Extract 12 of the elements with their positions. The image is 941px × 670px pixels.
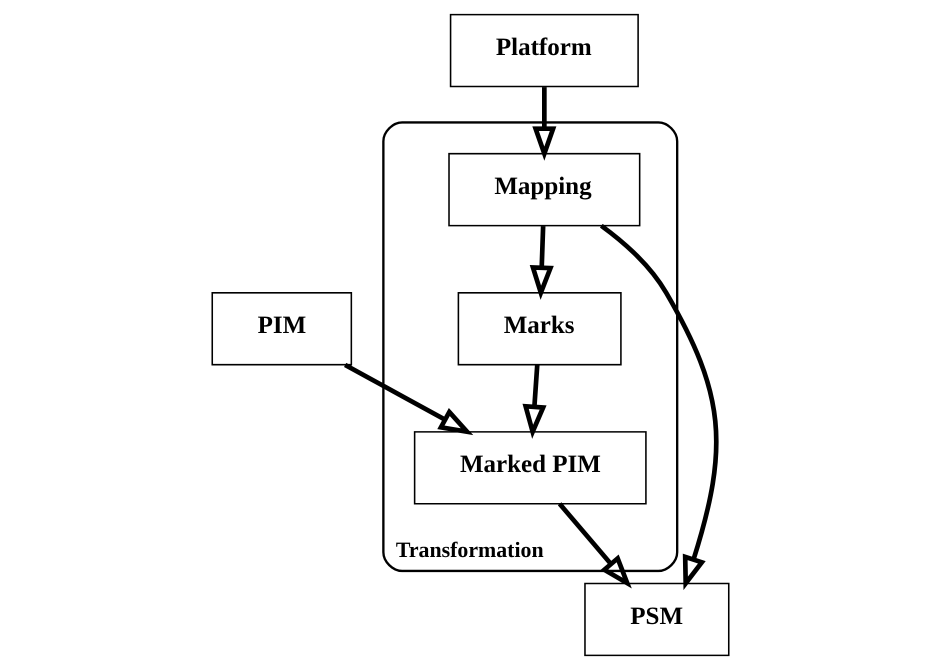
node-box: PIM: [211, 292, 352, 366]
arrow: [532, 87, 556, 161]
node-box: Platform: [450, 14, 639, 88]
arrow: [344, 362, 474, 436]
arrow: [530, 226, 554, 300]
arrow: [558, 502, 632, 588]
node-box: PSM: [584, 582, 730, 656]
node-box: Marked PIM: [414, 431, 647, 505]
arrow: [600, 224, 719, 590]
node-box: Mapping: [448, 152, 640, 226]
node-box: Marks: [458, 292, 622, 366]
arrow: [522, 365, 547, 439]
